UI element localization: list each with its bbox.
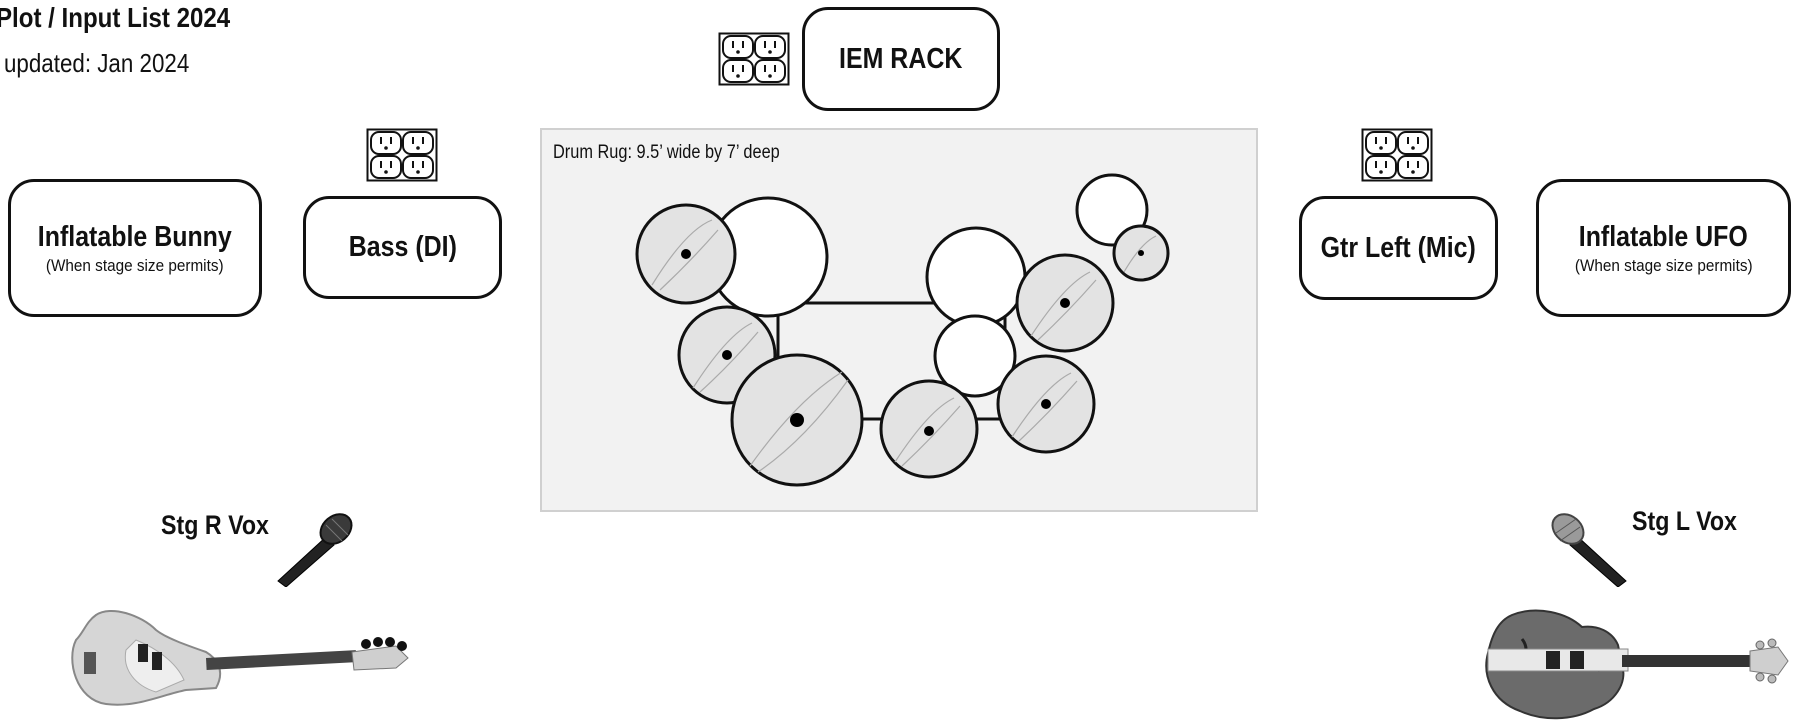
inflatable-bunny-note: (When stage size permits) (46, 256, 224, 276)
electric-guitar-icon (1482, 605, 1792, 723)
gtr-left-label: Gtr Left (Mic) (1321, 232, 1476, 265)
gtr-left-box: Gtr Left (Mic) (1299, 196, 1498, 300)
drum-kit (540, 128, 1258, 512)
rack-tom (927, 228, 1025, 326)
microphone-icon (270, 505, 362, 587)
updated-date: updated: Jan 2024 (4, 48, 189, 79)
inflatable-ufo-label: Inflatable UFO (1579, 221, 1748, 254)
bass-di-label: Bass (DI) (348, 231, 456, 264)
page-title: Plot / Input List 2024 (0, 2, 230, 34)
iem-rack-box: IEM RACK (802, 7, 1000, 111)
power-outlet-icon (718, 32, 790, 86)
stage-right-vox-label: Stg R Vox (161, 510, 269, 541)
inflatable-ufo-box: Inflatable UFO (When stage size permits) (1536, 179, 1791, 317)
iem-rack-label: IEM RACK (839, 43, 962, 76)
power-outlet-icon (1361, 128, 1433, 182)
inflatable-ufo-note: (When stage size permits) (1575, 256, 1753, 276)
power-outlet-icon (366, 128, 438, 182)
inflatable-bunny-label: Inflatable Bunny (38, 221, 232, 254)
stage-left-vox-label: Stg L Vox (1632, 506, 1737, 537)
microphone-icon (1542, 505, 1634, 587)
bass-di-box: Bass (DI) (303, 196, 502, 299)
inflatable-bunny-box: Inflatable Bunny (When stage size permit… (8, 179, 262, 317)
bass-guitar-icon (66, 600, 411, 710)
